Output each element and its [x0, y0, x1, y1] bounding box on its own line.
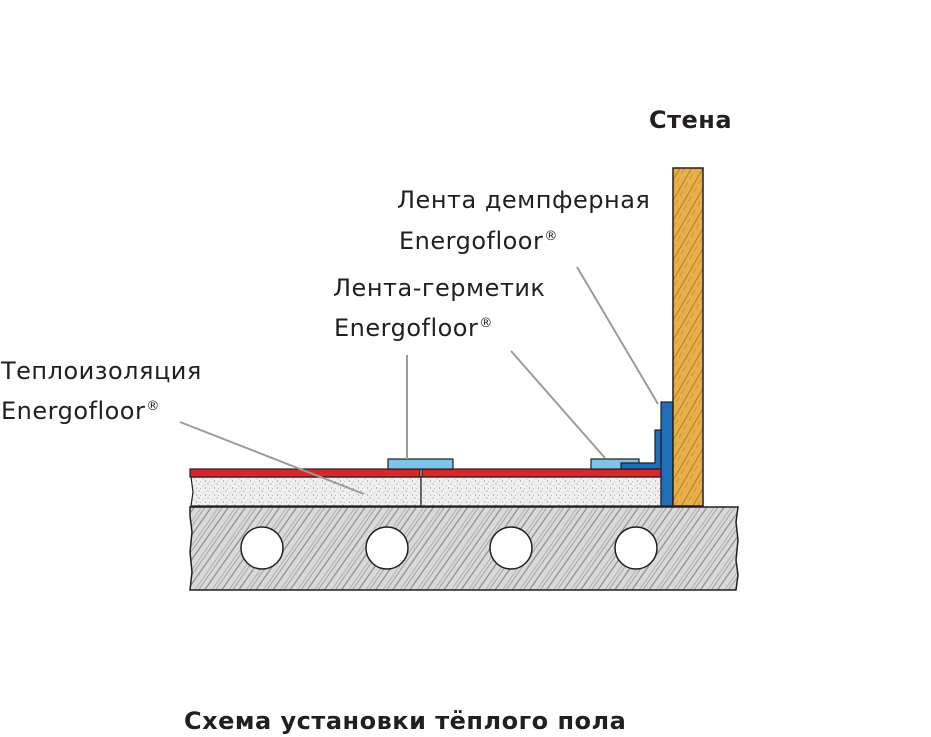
concrete-slab [189, 506, 739, 591]
brand-name: Energofloor [1, 397, 146, 425]
registered-mark: ® [544, 229, 558, 244]
slab-void-2 [365, 526, 409, 570]
leader-line-sealant-wall [510, 350, 606, 459]
heating-film [189, 468, 662, 478]
brand-name: Energofloor [334, 314, 479, 342]
registered-mark: ® [479, 316, 493, 331]
slab-void-3 [489, 526, 533, 570]
sealant-tape-brand: Energofloor® [334, 316, 493, 340]
wall [672, 167, 704, 507]
brand-name: Energofloor [399, 227, 544, 255]
sealant-tape-joint [387, 458, 454, 470]
wall-label: Стена [649, 106, 733, 134]
insulation-label: Теплоизоляция [1, 357, 202, 385]
slab-void-1 [240, 526, 284, 570]
insulation-brand: Energofloor® [1, 399, 160, 423]
diagram-caption: Схема установки тёплого пола [184, 707, 627, 735]
damper-tape-brand: Energofloor® [399, 229, 558, 253]
registered-mark: ® [146, 399, 160, 414]
damper-tape-label: Лента демпферная [397, 186, 651, 214]
slab-void-4 [614, 526, 658, 570]
leader-line-insulation [179, 421, 365, 495]
sealant-tape-label: Лента-герметик [333, 274, 546, 302]
insulation-layer [190, 476, 662, 507]
leader-line-damper [576, 266, 659, 405]
